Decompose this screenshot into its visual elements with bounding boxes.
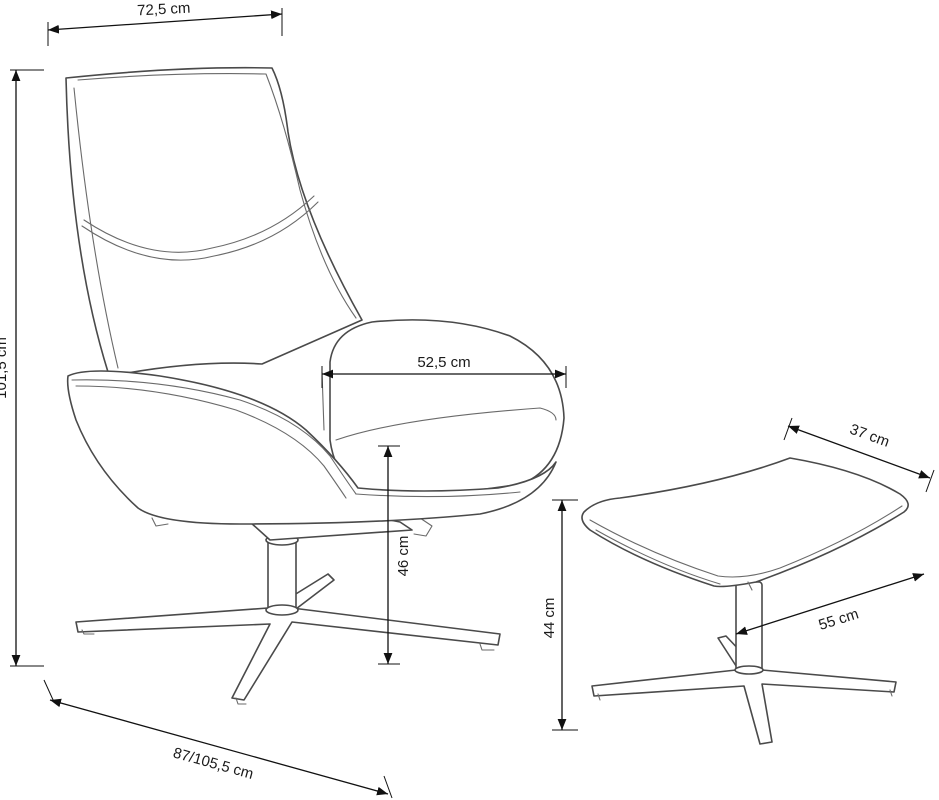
label-chair-width: 72,5 cm	[137, 0, 191, 19]
dim-ottoman-width-line	[735, 573, 925, 635]
ottoman-column	[734, 581, 764, 675]
ottoman	[581, 457, 909, 745]
ottoman-cushion	[581, 457, 909, 591]
label-ottoman-width: 55 cm	[817, 605, 861, 633]
label-seat-width: 52,5 cm	[417, 354, 470, 371]
label-chair-height: 101,5 cm	[0, 337, 10, 399]
label-seat-height: 46 cm	[395, 536, 412, 577]
armchair-shell	[66, 370, 557, 525]
label-ottoman-height: 44 cm	[541, 598, 558, 639]
armchair-seat-cushion	[321, 319, 565, 495]
label-chair-depth: 87/105,5 cm	[171, 744, 255, 782]
dim-chair-width-line	[47, 10, 283, 34]
armchair-column	[265, 534, 299, 616]
armchair	[65, 66, 565, 705]
dimension-lines	[10, 8, 935, 799]
armchair-backrest	[65, 66, 363, 375]
label-ottoman-depth: 37 cm	[847, 421, 891, 451]
dim-chair-depth-line	[49, 698, 389, 796]
dim-ottoman-depth-line	[787, 425, 931, 479]
